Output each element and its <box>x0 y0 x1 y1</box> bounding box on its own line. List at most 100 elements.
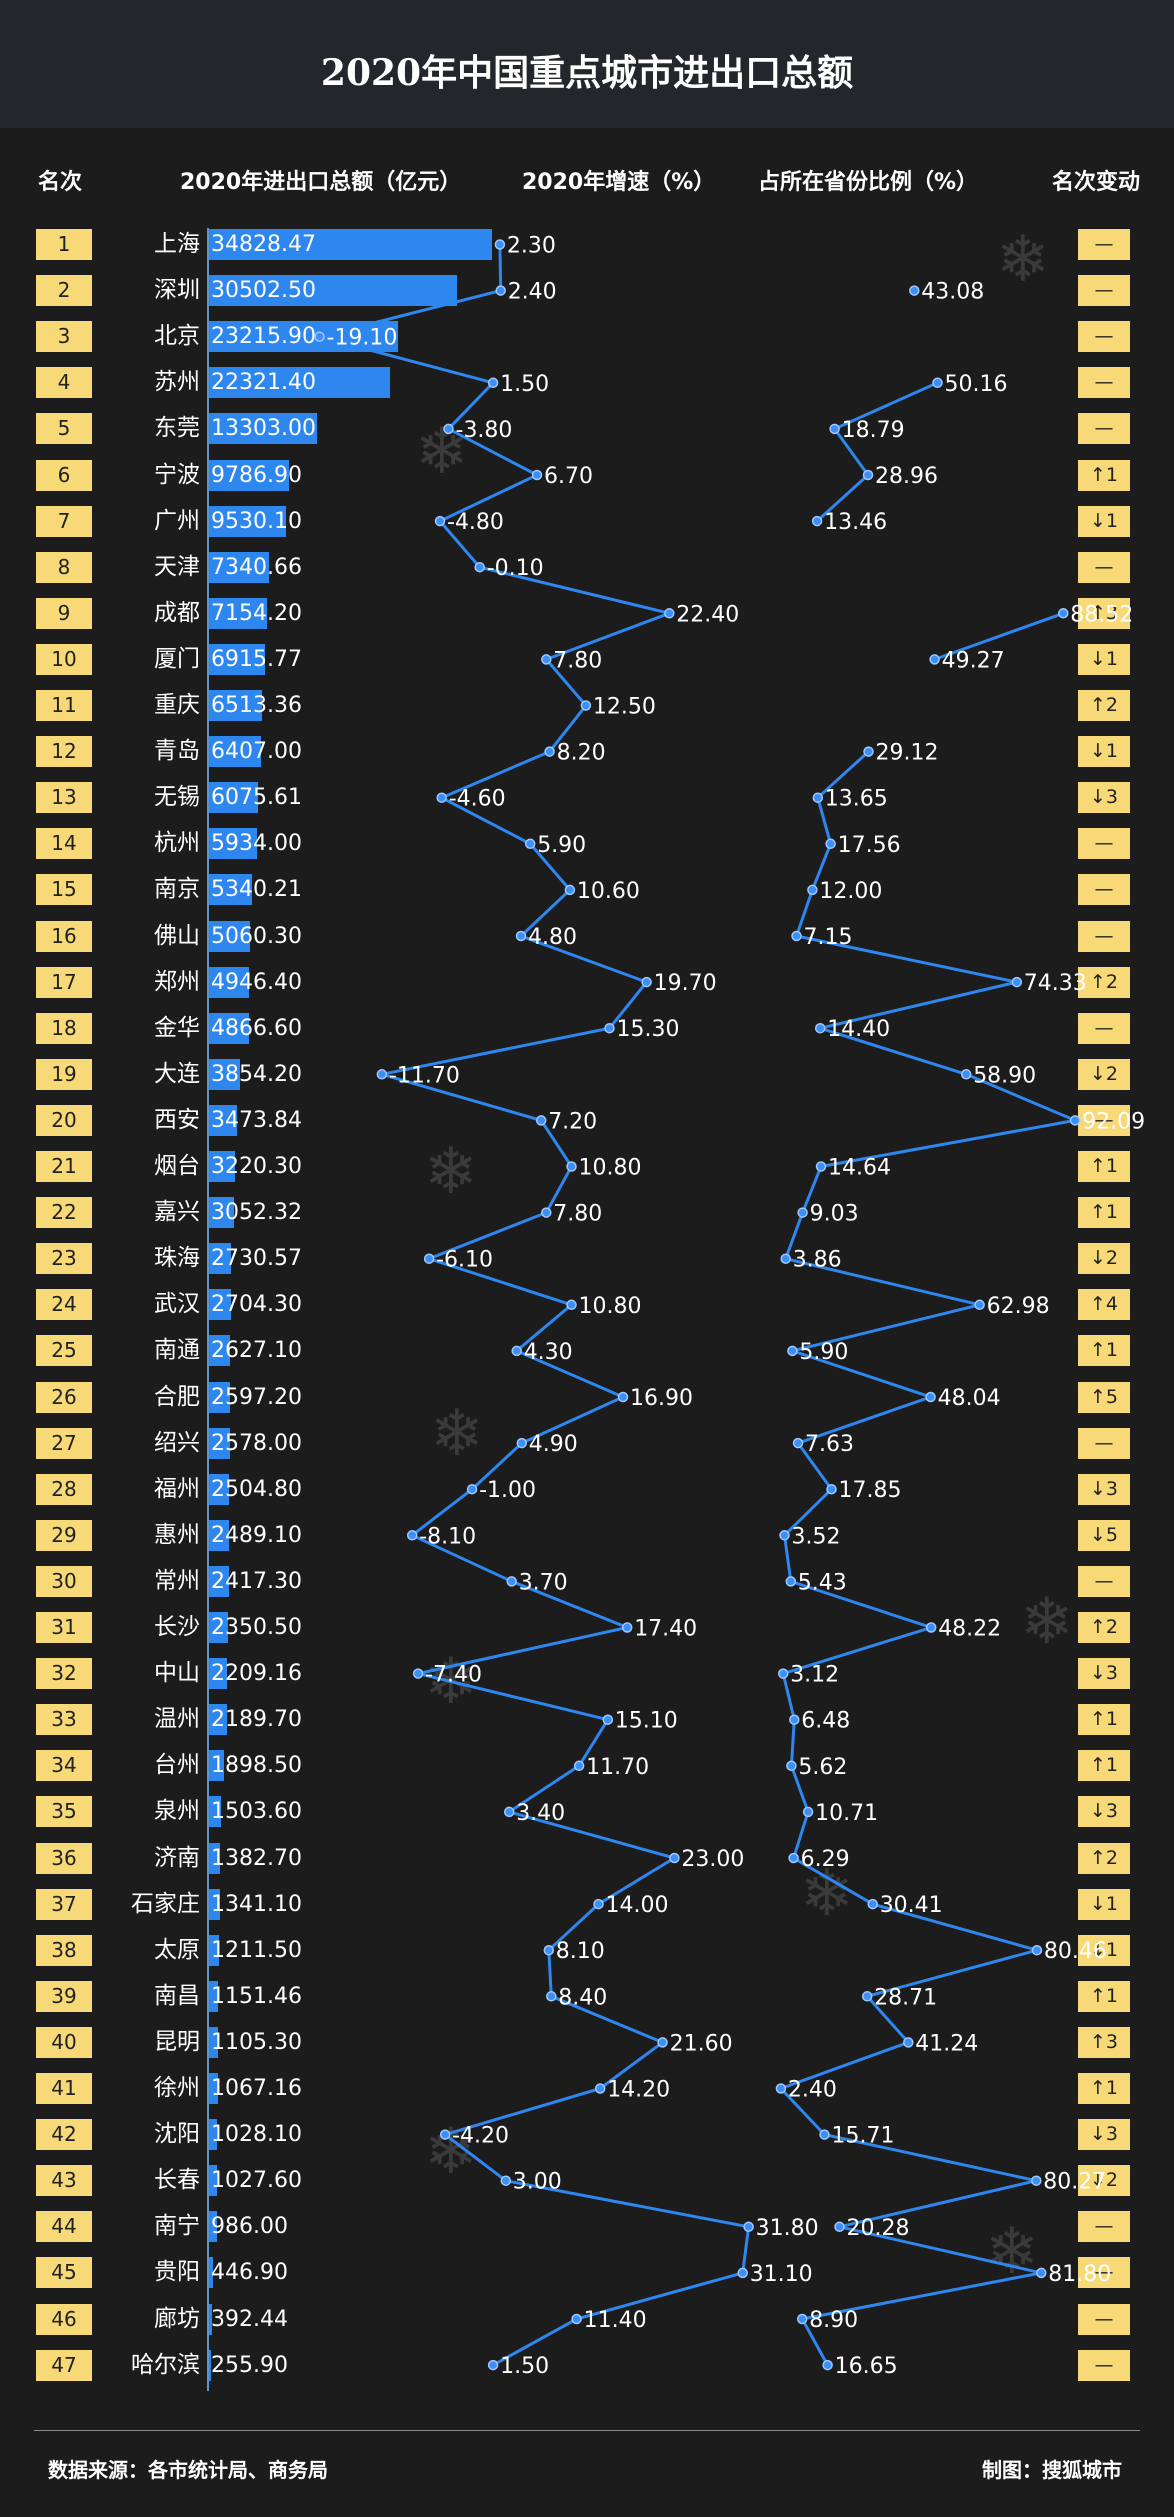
rank-change-badge: ↓3 <box>1078 1473 1130 1505</box>
total-bar <box>209 966 250 998</box>
growth-label: 1.50 <box>500 372 549 397</box>
total-value: 2417.30 <box>211 1568 302 1594</box>
city-name: 太原 <box>154 1936 200 1963</box>
city-name: 西安 <box>154 1106 200 1133</box>
growth-label: -4.80 <box>447 510 504 535</box>
share-label: 5.90 <box>799 1340 848 1365</box>
total-value: 6915.77 <box>211 646 302 672</box>
growth-label: 23.00 <box>681 1847 744 1872</box>
total-bar <box>209 1750 225 1782</box>
growth-point <box>436 792 447 803</box>
total-bar <box>209 367 391 399</box>
rank-badge: 11 <box>36 690 92 721</box>
rank-change-badge: — <box>1078 1012 1130 1044</box>
city-name: 南京 <box>154 876 200 903</box>
growth-point <box>566 1299 577 1311</box>
total-bar <box>209 413 318 445</box>
city-name: 沈阳 <box>154 2121 200 2148</box>
share-point <box>780 1253 791 1264</box>
rank-change-badge: — <box>1078 413 1130 445</box>
footer-divider <box>34 2430 1140 2431</box>
share-line <box>778 750 1081 2366</box>
growth-label: 1.50 <box>500 2354 549 2379</box>
growth-label: 14.20 <box>607 2078 670 2103</box>
rank-change-badge: — <box>1078 275 1130 307</box>
total-bar <box>209 551 269 583</box>
rank-change-badge: ↓3 <box>1078 782 1130 814</box>
share-point <box>1058 608 1069 619</box>
rank-badge: 28 <box>36 1473 92 1505</box>
rank-change-badge: ↓2 <box>1078 1243 1130 1275</box>
total-value: 6513.36 <box>211 693 302 718</box>
share-point <box>777 1668 789 1679</box>
total-bar <box>209 1104 238 1136</box>
rank-change-badge: ↑3 <box>1078 2026 1130 2058</box>
rank-badge: 31 <box>36 1612 92 1643</box>
rank-badge: 8 <box>36 551 92 583</box>
total-value: 1067.16 <box>211 2076 302 2101</box>
share-point <box>807 884 818 896</box>
growth-point <box>541 1207 552 1218</box>
growth-label: 14.00 <box>606 1893 669 1918</box>
share-label: 15.71 <box>832 2124 895 2149</box>
share-label: 7.15 <box>804 925 853 950</box>
share-label: 5.62 <box>798 1755 847 1780</box>
rank-change-badge: ↓1 <box>1078 1934 1130 1966</box>
total-value: 2597.20 <box>211 1384 302 1410</box>
city-name: 深圳 <box>154 277 200 304</box>
share-label: 13.65 <box>825 787 888 812</box>
share-point <box>829 423 840 435</box>
share-label: 80.27 <box>1043 2170 1106 2195</box>
growth-point <box>573 1760 585 1772</box>
data-source: 数据来源：各市统计局、商务局 <box>48 2458 328 2482</box>
rank-badge: 16 <box>36 920 92 952</box>
rank-change-badge: ↑4 <box>1078 1289 1130 1321</box>
total-value: 7340.66 <box>211 554 302 580</box>
share-label: 74.33 <box>1024 971 1087 996</box>
growth-label: -0.10 <box>487 556 544 581</box>
total-value: 2578.00 <box>211 1430 302 1456</box>
rank-change-badge: ↓1 <box>1078 736 1130 768</box>
rank-change-badge: ↑2 <box>1078 966 1130 998</box>
share-label: 7.63 <box>805 1432 854 1457</box>
share-point <box>797 1207 808 1218</box>
total-bar <box>209 828 258 860</box>
city-name: 厦门 <box>154 645 200 672</box>
total-value: 1341.10 <box>211 1891 302 1917</box>
share-point <box>775 2083 787 2094</box>
rank-badge: 13 <box>36 782 92 814</box>
city-name: 苏州 <box>154 369 200 396</box>
share-label: 43.08 <box>921 280 984 305</box>
total-bar <box>209 1796 222 1828</box>
growth-point <box>621 1622 633 1633</box>
rank-change-badge: ↑1 <box>1078 1197 1130 1229</box>
header-total: 2020年进出口总额（亿元） <box>180 170 462 195</box>
total-value: 30502.50 <box>211 278 316 304</box>
rank-change-badge: ↓2 <box>1078 1058 1130 1090</box>
growth-point <box>487 2359 499 2371</box>
share-point <box>834 2221 845 2233</box>
rank-change-badge: — <box>1078 2303 1130 2335</box>
total-value: 3854.20 <box>211 1061 302 1087</box>
city-name: 无锡 <box>154 784 200 811</box>
share-label: 30.41 <box>880 1893 943 1918</box>
total-bar <box>209 1519 230 1551</box>
growth-label: 4.30 <box>524 1340 573 1365</box>
growth-point <box>412 1668 424 1679</box>
snowflake-icon: ❄ <box>1020 1585 1074 1659</box>
share-point <box>932 377 943 389</box>
growth-point <box>531 469 543 481</box>
rank-badge: 29 <box>36 1519 92 1551</box>
city-name: 南昌 <box>154 1982 200 2009</box>
growth-point <box>593 1898 604 1910</box>
share-line <box>816 381 939 523</box>
total-bar <box>209 2303 213 2335</box>
rank-badge: 36 <box>36 1842 92 1874</box>
city-name: 惠州 <box>154 1521 200 1548</box>
growth-point <box>571 2313 582 2325</box>
total-value: 23215.90 <box>211 324 316 350</box>
growth-point <box>474 561 485 573</box>
total-value: 2627.10 <box>211 1338 302 1364</box>
total-value: 2489.10 <box>211 1522 302 1548</box>
growth-label: 2.30 <box>507 234 556 259</box>
